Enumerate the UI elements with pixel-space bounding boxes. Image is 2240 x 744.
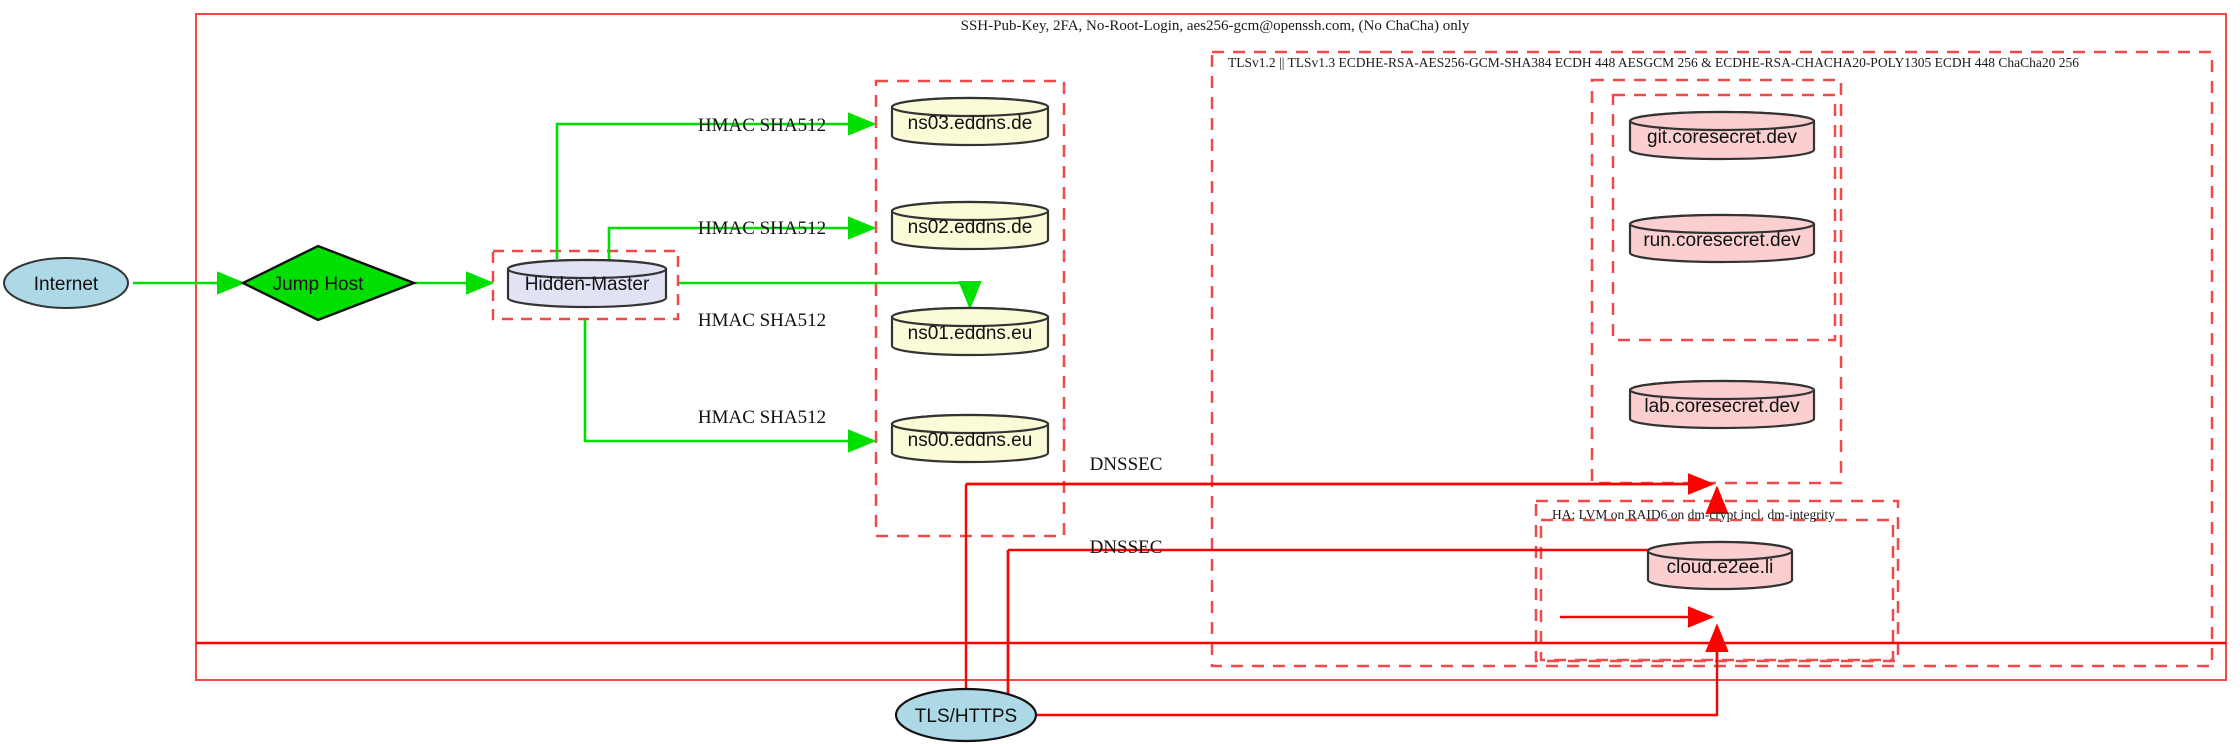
node-jump-host-label: Jump Host xyxy=(273,274,365,295)
node-ns01[interactable]: ns01.eddns.eu xyxy=(890,306,1050,357)
cluster-coresecret-outer xyxy=(1590,78,1843,485)
label-tls-policy: TLSv1.2 || TLSv1.3 ECDHE-RSA-AES256-GCM-… xyxy=(1228,55,2079,70)
node-cloud-e2ee[interactable]: cloud.e2ee.li xyxy=(1646,540,1794,591)
edge-hiddenmaster-to-ns03 xyxy=(555,112,877,259)
label-ssh-policy: SSH-Pub-Key, 2FA, No-Root-Login, aes256-… xyxy=(961,18,1470,34)
node-hidden-master[interactable]: Hidden-Master xyxy=(506,258,668,309)
edge-label-hmac-ns01: HMAC SHA512 xyxy=(698,310,826,331)
node-internet[interactable]: Internet xyxy=(3,257,129,309)
node-ns02[interactable]: ns02.eddns.de xyxy=(890,200,1050,251)
node-internet-label: Internet xyxy=(34,274,99,295)
node-lab-coresecret[interactable]: lab.coresecret.dev xyxy=(1628,379,1816,430)
cluster-hidden-master xyxy=(491,249,680,321)
node-tls-https-label: TLS/HTTPS xyxy=(915,706,1017,727)
cluster-dns xyxy=(874,79,1066,538)
edge-label-dnssec-upper: DNSSEC xyxy=(1090,454,1163,475)
node-ns00[interactable]: ns00.eddns.eu xyxy=(890,413,1050,464)
node-lab-label: lab.coresecret.dev xyxy=(1644,396,1800,417)
node-git-coresecret[interactable]: git.coresecret.dev xyxy=(1628,110,1816,161)
edge-label-hmac-ns00: HMAC SHA512 xyxy=(698,407,826,428)
node-ns00-label: ns00.eddns.eu xyxy=(908,430,1033,451)
node-hidden-master-label: Hidden-Master xyxy=(525,274,650,295)
cluster-ha-inner xyxy=(1539,518,1895,662)
node-tls-https[interactable]: TLS/HTTPS xyxy=(894,687,1038,743)
node-jump-host[interactable]: Jump Host xyxy=(240,244,418,322)
node-ns01-label: ns01.eddns.eu xyxy=(908,323,1033,344)
edge-label-hmac-ns02: HMAC SHA512 xyxy=(698,218,826,239)
cluster-tls xyxy=(1210,50,2214,668)
node-ns03-label: ns03.eddns.de xyxy=(908,113,1033,134)
arrow-into-ha xyxy=(1560,606,1729,660)
node-ns03[interactable]: ns03.eddns.de xyxy=(890,96,1050,147)
edge-hiddenmaster-to-ns02 xyxy=(607,216,877,259)
node-run-coresecret[interactable]: run.coresecret.dev xyxy=(1628,213,1816,264)
cluster-coresecret-inner xyxy=(1611,93,1837,342)
edge-tlshttps-to-ha xyxy=(1035,637,1719,717)
edge-label-hmac-ns03: HMAC SHA512 xyxy=(698,115,826,136)
node-git-label: git.coresecret.dev xyxy=(1647,127,1797,148)
node-cloud-label: cloud.e2ee.li xyxy=(1667,557,1774,578)
node-ns02-label: ns02.eddns.de xyxy=(908,217,1033,238)
edge-hiddenmaster-to-ns00 xyxy=(583,320,877,453)
node-run-label: run.coresecret.dev xyxy=(1643,230,1801,251)
edge-hiddenmaster-to-ns01 xyxy=(679,281,982,310)
cluster-ssh-outer xyxy=(195,13,2227,681)
edge-label-dnssec-lower: DNSSEC xyxy=(1090,537,1163,558)
label-ha-policy: HA: LVM on RAID6 on dm-crypt incl. dm-in… xyxy=(1552,507,1835,522)
